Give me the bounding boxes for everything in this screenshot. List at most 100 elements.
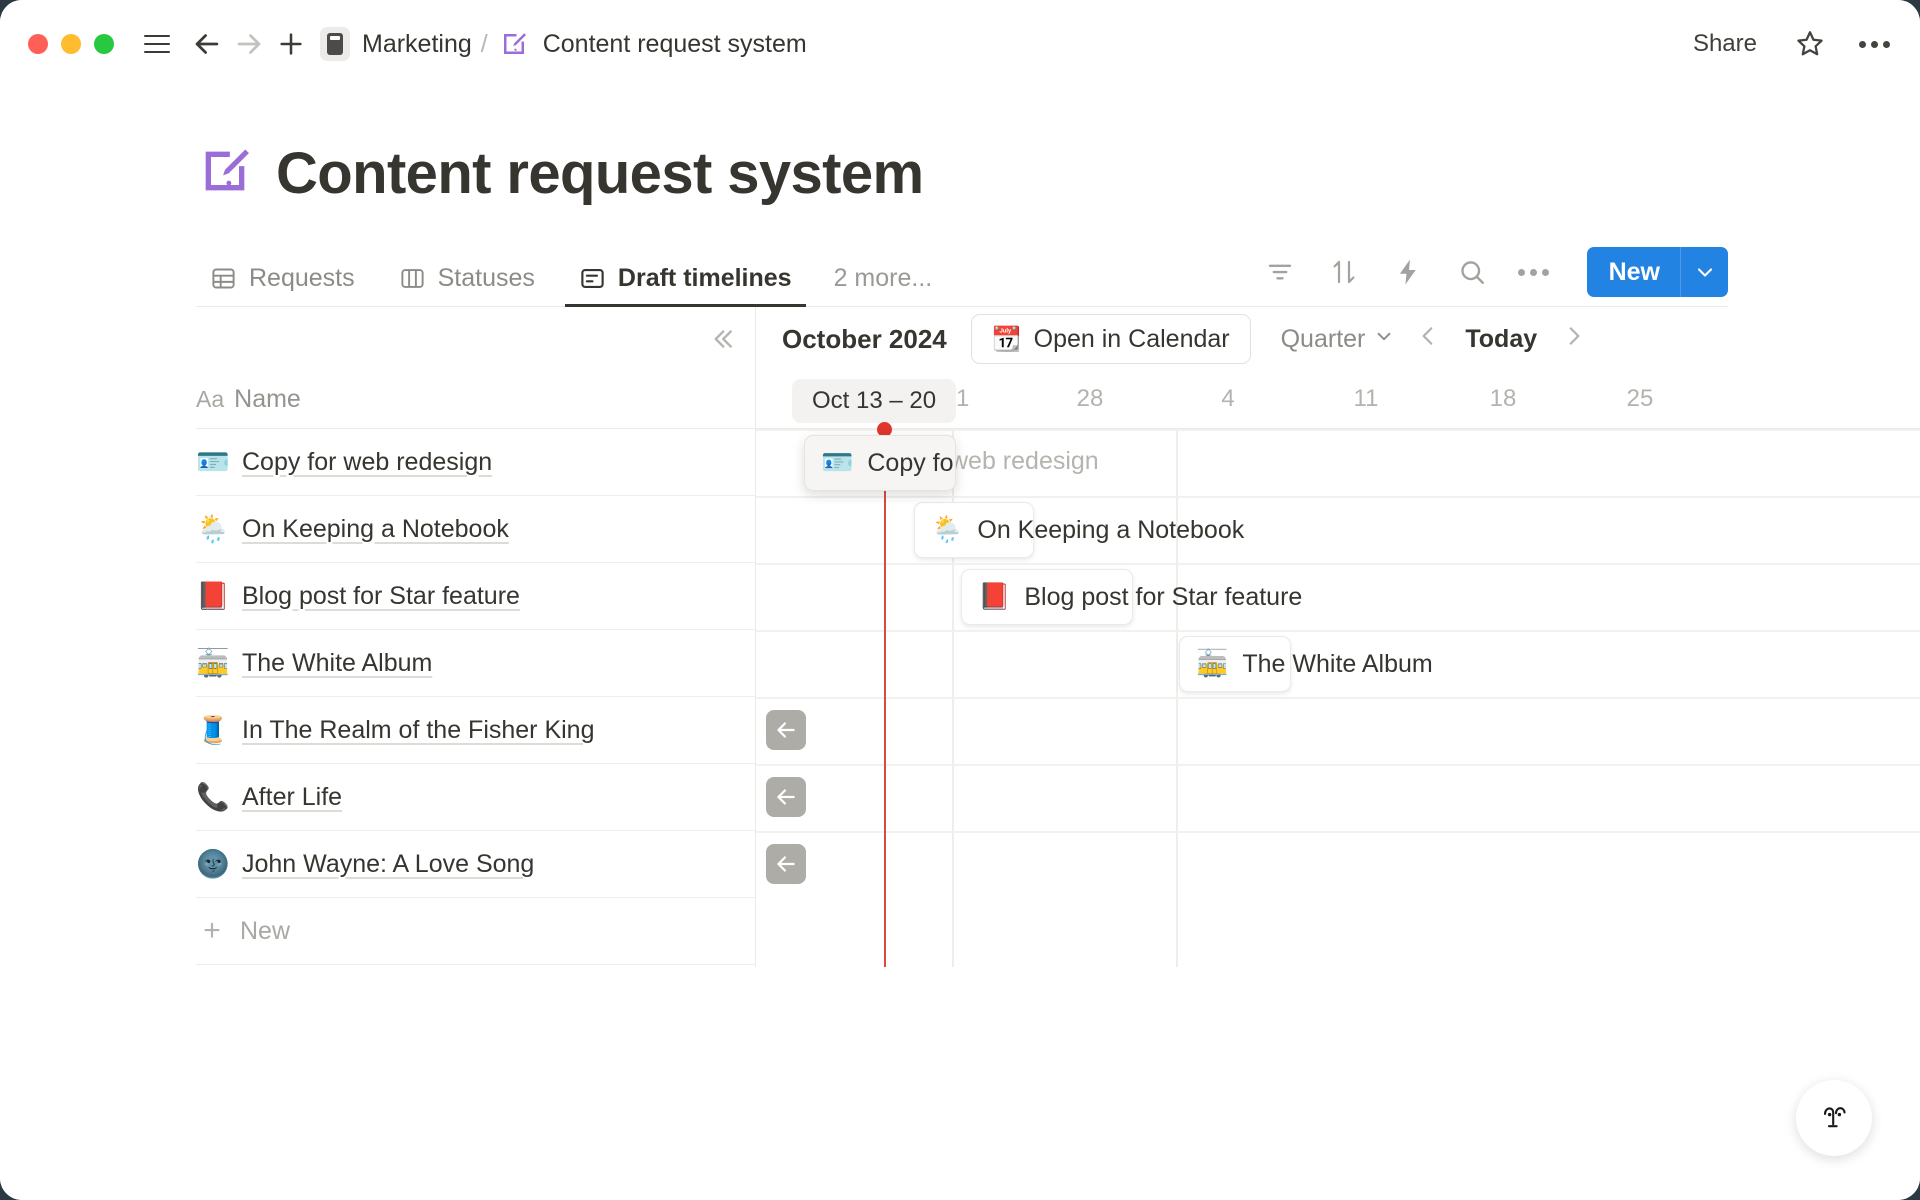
date-tick: 28 [1076, 385, 1104, 412]
new-button-label: New [1608, 257, 1660, 286]
view-more-options-icon[interactable] [1514, 261, 1553, 284]
row-name[interactable]: John Wayne: A Love Song [242, 849, 535, 878]
forward-icon[interactable] [228, 23, 270, 65]
grid-row-line [756, 831, 1920, 833]
minimize-window-button[interactable] [61, 34, 81, 54]
offscreen-left-badge[interactable] [766, 710, 806, 750]
new-moon-face-emoji: 🌚 [196, 849, 230, 880]
notion-ai-face-icon[interactable] [1796, 1080, 1872, 1156]
timeline-bar-label: Copy for web redesign [867, 448, 955, 477]
grid-row-line [756, 697, 1920, 699]
tabs-more-button[interactable]: 2 more... [833, 264, 933, 292]
date-tick: 11 [1353, 385, 1379, 412]
sun-behind-rain-cloud-emoji: 🌦️ [931, 515, 964, 545]
tab-requests-label: Requests [249, 264, 355, 292]
timeline-bar-label: Blog post for Star feature [1024, 582, 1303, 611]
hook-emoji: 🪪 [821, 448, 854, 478]
open-in-calendar-button[interactable]: 📆 Open in Calendar [970, 314, 1251, 364]
zoom-window-button[interactable] [94, 34, 114, 54]
breadcrumb-page[interactable]: Content request system [542, 29, 807, 58]
timeline-bar[interactable]: 🪪 Copy for web redesign [804, 435, 956, 491]
drag-date-range-pill: Oct 13 – 20 [792, 379, 957, 423]
page-memo-icon[interactable] [196, 142, 254, 205]
table-view-icon [210, 265, 237, 292]
add-new-row-button[interactable]: + New [196, 898, 755, 965]
title-bar-actions: Share [1685, 23, 1894, 65]
close-window-button[interactable] [28, 34, 48, 54]
table-row[interactable]: 🧵 In The Realm of the Fisher King [196, 697, 755, 764]
name-column-header[interactable]: Aa Name [196, 371, 755, 429]
back-icon[interactable] [186, 23, 228, 65]
collapse-panel-button[interactable] [196, 307, 755, 371]
grid-row-line [756, 630, 1920, 632]
date-tick: 18 [1489, 385, 1517, 412]
view-tab-bar: Requests Statuses Draft timelines 2 more… [0, 245, 1920, 307]
date-tick: 25 [1626, 385, 1654, 412]
timeline-name-panel: Aa Name 🪪 Copy for web redesign 🌦️ On Ke… [196, 307, 756, 967]
favorite-star-icon[interactable] [1789, 23, 1831, 65]
share-button[interactable]: Share [1692, 30, 1757, 57]
chevron-left-icon[interactable] [1411, 323, 1445, 356]
timeline-scale-select[interactable]: Quarter [1281, 325, 1396, 354]
sort-icon[interactable] [1322, 250, 1366, 294]
telephone-receiver-emoji: 📞 [196, 782, 230, 813]
tab-statuses[interactable]: Statuses [385, 264, 549, 307]
offscreen-left-badge[interactable] [766, 844, 806, 884]
plus-icon[interactable] [270, 23, 312, 65]
today-button[interactable]: Today [1465, 324, 1538, 353]
row-name[interactable]: Blog post for Star feature [242, 581, 520, 610]
timeline-nav: Quarter Today [1281, 323, 1592, 356]
breadcrumb-workspace[interactable]: Marketing [362, 29, 472, 58]
row-name[interactable]: In The Realm of the Fisher King [242, 715, 595, 744]
search-icon[interactable] [1450, 250, 1494, 294]
timeline-grid[interactable]: web redesign 🪪 Copy for web redesign 🌦️ … [756, 422, 1920, 967]
sidebar-toggle-icon[interactable] [136, 23, 178, 65]
timeline-bar[interactable]: 🚋 The White Album [1179, 636, 1433, 692]
page-header: Content request system [0, 88, 1920, 207]
table-row[interactable]: 📕 Blog post for Star feature [196, 563, 755, 630]
table-row[interactable]: 🚋 The White Album [196, 630, 755, 697]
filter-icon[interactable] [1258, 250, 1302, 294]
date-tick: 4 [1221, 385, 1235, 412]
tab-draft-timelines-label: Draft timelines [617, 264, 792, 292]
breadcrumb-separator: / [480, 29, 488, 58]
new-button[interactable]: New [1586, 247, 1728, 297]
table-row[interactable]: 🌚 John Wayne: A Love Song [196, 831, 755, 898]
page-content: Content request system Requests Statuses [0, 88, 1920, 1200]
workspace-icon[interactable] [320, 27, 350, 61]
drag-ghost-label: web redesign [950, 447, 1099, 475]
table-row[interactable]: 🌦️ On Keeping a Notebook [196, 496, 755, 563]
table-row[interactable]: 📞 After Life [196, 764, 755, 831]
chevron-down-icon[interactable] [1680, 247, 1728, 297]
timeline-bar-label: The White Album [1242, 649, 1433, 678]
timeline-bar[interactable]: 🌦️ On Keeping a Notebook [914, 502, 1244, 558]
tram-car-emoji: 🚋 [1196, 649, 1229, 679]
lightning-icon[interactable] [1386, 250, 1430, 294]
tab-requests[interactable]: Requests [196, 264, 369, 307]
name-column-label: Name [234, 385, 301, 413]
today-marker-line [884, 429, 886, 967]
tab-draft-timelines[interactable]: Draft timelines [564, 264, 806, 307]
page-title[interactable]: Content request system [276, 141, 924, 206]
breadcrumb: Marketing / Content request system [320, 27, 807, 61]
more-options-icon[interactable] [1855, 33, 1894, 56]
timeline-bar[interactable]: 📕 Blog post for Star feature [961, 569, 1302, 625]
tram-car-emoji: 🚋 [196, 648, 230, 679]
calendar-emoji: 📆 [991, 325, 1022, 353]
sun-behind-rain-cloud-emoji: 🌦️ [196, 514, 230, 545]
row-name[interactable]: The White Album [242, 648, 433, 677]
thread-emoji: 🧵 [196, 715, 230, 746]
chevron-right-icon[interactable] [1557, 323, 1591, 356]
table-row[interactable]: 🪪 Copy for web redesign [196, 429, 755, 496]
row-name[interactable]: On Keeping a Notebook [242, 514, 509, 543]
timeline-month-label: October 2024 [782, 323, 947, 354]
row-name[interactable]: After Life [242, 782, 343, 811]
window-controls [28, 34, 114, 54]
timeline-header: October 2024 📆 Open in Calendar Quarter [756, 307, 1920, 371]
timeline-date-ruler: 21 28 4 11 18 25 Oct 13 – 20 [756, 371, 1920, 429]
offscreen-left-badge[interactable] [766, 777, 806, 817]
title-bar: Marketing / Content request system Share [0, 0, 1920, 88]
timeline-scale-label: Quarter [1280, 324, 1366, 353]
board-view-icon [399, 265, 426, 292]
row-name[interactable]: Copy for web redesign [242, 447, 493, 476]
